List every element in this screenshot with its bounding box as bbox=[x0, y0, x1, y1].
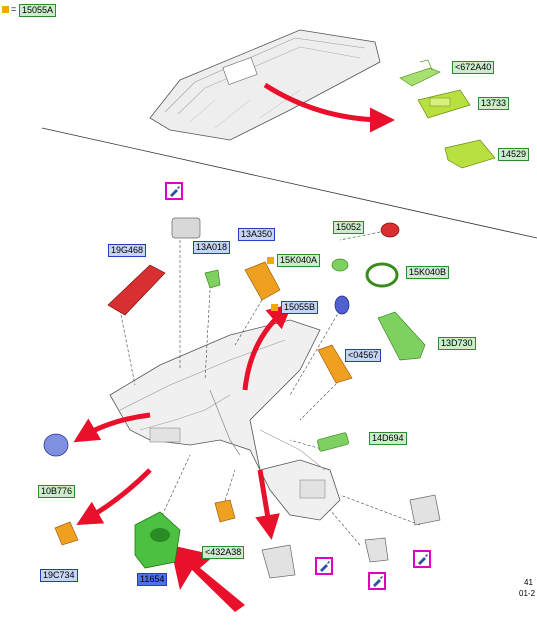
part-15K040B bbox=[365, 262, 399, 288]
part-14529 bbox=[444, 139, 496, 169]
big-red-arrow bbox=[170, 545, 245, 612]
part-13A018 bbox=[204, 269, 221, 289]
detail-callout-switch[interactable] bbox=[368, 572, 386, 590]
label-15K040B[interactable]: 15K040B bbox=[406, 266, 450, 279]
label-14529[interactable]: 14529 bbox=[498, 148, 530, 161]
red-arrows bbox=[73, 82, 395, 540]
part-10B776 bbox=[43, 433, 69, 457]
label-10B776[interactable]: 10B776 bbox=[38, 485, 76, 498]
detail-callout-right[interactable] bbox=[413, 550, 431, 568]
label-13A350[interactable]: 13A350 bbox=[238, 228, 276, 241]
label-15K040A[interactable]: 15K040A bbox=[277, 254, 321, 267]
section-divider bbox=[41, 127, 537, 239]
part-14D694 bbox=[317, 432, 349, 452]
part-light-grey bbox=[171, 217, 201, 239]
label-672A40[interactable]: <672A40 bbox=[452, 61, 495, 74]
pencil-icon bbox=[418, 554, 428, 565]
part-19G468 bbox=[107, 264, 166, 316]
marker-15055B bbox=[271, 304, 278, 311]
pencil-icon bbox=[373, 576, 383, 587]
part-13A350 bbox=[244, 261, 281, 301]
pencil-icon bbox=[320, 561, 330, 572]
part-15055B bbox=[334, 295, 350, 315]
marker-15K040A bbox=[267, 257, 274, 264]
part-grey-lower bbox=[261, 494, 441, 579]
detail-callout-console[interactable] bbox=[315, 557, 333, 575]
part-04567 bbox=[317, 344, 353, 384]
detail-callout-top[interactable] bbox=[165, 182, 183, 200]
label-13D730[interactable]: 13D730 bbox=[438, 337, 476, 350]
label-14D694[interactable]: 14D694 bbox=[369, 432, 407, 445]
dashboard-drawing bbox=[109, 319, 341, 521]
label-04567[interactable]: <04567 bbox=[345, 349, 382, 362]
label-432A38[interactable]: <432A38 bbox=[202, 546, 245, 559]
legend-swatch bbox=[2, 6, 9, 13]
label-15055B[interactable]: 15055B bbox=[281, 301, 319, 314]
part-13D730 bbox=[377, 311, 426, 361]
corner-ref-line1: 41 bbox=[524, 578, 533, 587]
label-19G468[interactable]: 19G468 bbox=[108, 244, 147, 257]
part-19C734 bbox=[54, 521, 79, 546]
label-13733[interactable]: 13733 bbox=[478, 97, 510, 110]
part-672A40 bbox=[399, 59, 441, 87]
label-13A018[interactable]: 13A018 bbox=[193, 241, 231, 254]
label-11654[interactable]: 11654 bbox=[137, 573, 168, 586]
legend-code-label[interactable]: 15055A bbox=[19, 4, 57, 17]
corner-ref-line2: 01-2 bbox=[519, 589, 536, 598]
part-15K040A bbox=[331, 258, 349, 272]
part-432A38 bbox=[214, 499, 236, 523]
pencil-icon bbox=[170, 186, 180, 197]
legend-equals: = bbox=[11, 4, 17, 14]
label-15052[interactable]: 15052 bbox=[333, 221, 365, 234]
part-15052 bbox=[380, 222, 400, 238]
part-13733 bbox=[417, 89, 471, 119]
part-11654 bbox=[134, 511, 181, 569]
label-19C734[interactable]: 19C734 bbox=[40, 569, 78, 582]
